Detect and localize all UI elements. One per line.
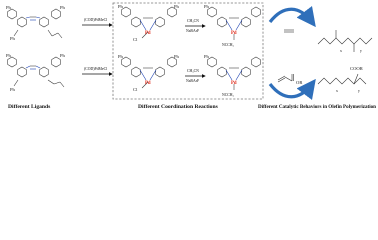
reagent-a1-label: (COD)PdMeCl	[84, 18, 107, 22]
complex-4-pd-label: Pd	[231, 81, 237, 86]
ligand-2-ph-label: Ph	[6, 53, 12, 58]
ligand-2: Ph Ph Ph	[6, 53, 66, 92]
complex-2-pd-label: Pd	[231, 31, 237, 36]
complex-1-pd-label: Pd	[145, 31, 151, 36]
complex-2-ph-label: Ph	[204, 4, 210, 9]
caption-behaviors: Different Catalytic Behaviors in Olefin …	[258, 104, 377, 110]
caption-ligands: Different Ligands	[8, 104, 51, 110]
catalysis-panel: OR x y COOR x y	[268, 6, 373, 100]
chloro-complex-1: Pd Cl Ph Ph	[118, 4, 180, 42]
polar-copolymer: COOR x y	[317, 66, 367, 93]
ligand-1: Ph Ph Ph	[6, 5, 66, 41]
ligand-panel: Ph Ph Ph Ph Ph Ph	[6, 5, 66, 92]
coordination-panel: Pd Cl Ph Ph Pd NCCH₃ Ph CH₃CN NaBArF	[112, 2, 264, 100]
acrylate-or-label: OR	[296, 80, 303, 85]
copolymer-ester-label: COOR	[350, 66, 364, 71]
coordination-box	[112, 2, 264, 100]
complex-3-pd-label: Pd	[145, 81, 151, 86]
arrow-complex-3-to-4: CH₃CN NaBArF	[185, 69, 206, 83]
complex-1-ph-label-2: Ph	[174, 4, 180, 9]
arrow-ligand-to-complex-2: (COD)PdMeCl	[82, 67, 113, 76]
complex-4-ph-label: Ph	[204, 54, 210, 59]
scheme-figure: Ph Ph Ph Ph Ph Ph (COD)PdMeCl (COD)Pd	[0, 0, 378, 115]
reagent-b1-top-label: CH₃CN	[187, 19, 199, 23]
ligand-2-ph-label-2: Ph	[60, 53, 66, 58]
complex-3-ph-label: Ph	[118, 54, 124, 59]
complex-2-ligand-label: NCCH₃	[222, 43, 235, 47]
polymer-1-x-label: x	[340, 49, 342, 53]
ligand-1-ph-label-3: Ph	[10, 36, 16, 41]
ligand-1-ph-label: Ph	[6, 5, 12, 10]
acetonitrile-complex-1: Pd NCCH₃ Ph	[204, 4, 261, 47]
complex-1-ph-label: Ph	[118, 4, 124, 9]
polymer-2-y-label: y	[358, 89, 360, 93]
acrylate-comonomer: OR	[277, 74, 303, 85]
caption-coordination: Different Coordination Reactions	[138, 104, 219, 110]
ethylene-monomer	[284, 29, 294, 33]
reagent-b2-bottom-label: NaBArF	[186, 79, 199, 83]
chloro-complex-2: Pd Cl Ph Ph	[118, 54, 180, 92]
complex-3-cl-label: Cl	[133, 87, 138, 92]
arrow-ligand-to-complex-1: (COD)PdMeCl	[82, 18, 113, 27]
complex-1-cl-label: Cl	[133, 37, 138, 42]
reagent-b2-top-label: CH₃CN	[187, 69, 199, 73]
complex-3-ph-label-2: Ph	[174, 54, 180, 59]
reagent-a2-label: (COD)PdMeCl	[84, 67, 107, 71]
complex-4-ligand-label: NCCH₃	[222, 93, 235, 97]
catalytic-cycle-arrows	[268, 6, 316, 100]
reagent-b1-bottom-label: NaBArF	[186, 29, 199, 33]
ligand-1-ph-label-2: Ph	[60, 5, 66, 10]
ligand-2-ph-label-3: Ph	[10, 87, 16, 92]
arrow-complex-1-to-2: CH₃CN NaBArF	[185, 19, 206, 33]
acetonitrile-complex-2: Pd NCCH₃ Ph	[204, 54, 261, 97]
polymer-1-y-label: y	[360, 49, 362, 53]
branched-polyethylene: x y	[317, 30, 373, 53]
reaction-scheme: Ph Ph Ph Ph Ph Ph (COD)PdMeCl (COD)Pd	[6, 2, 377, 110]
polymer-2-x-label: x	[336, 89, 338, 93]
